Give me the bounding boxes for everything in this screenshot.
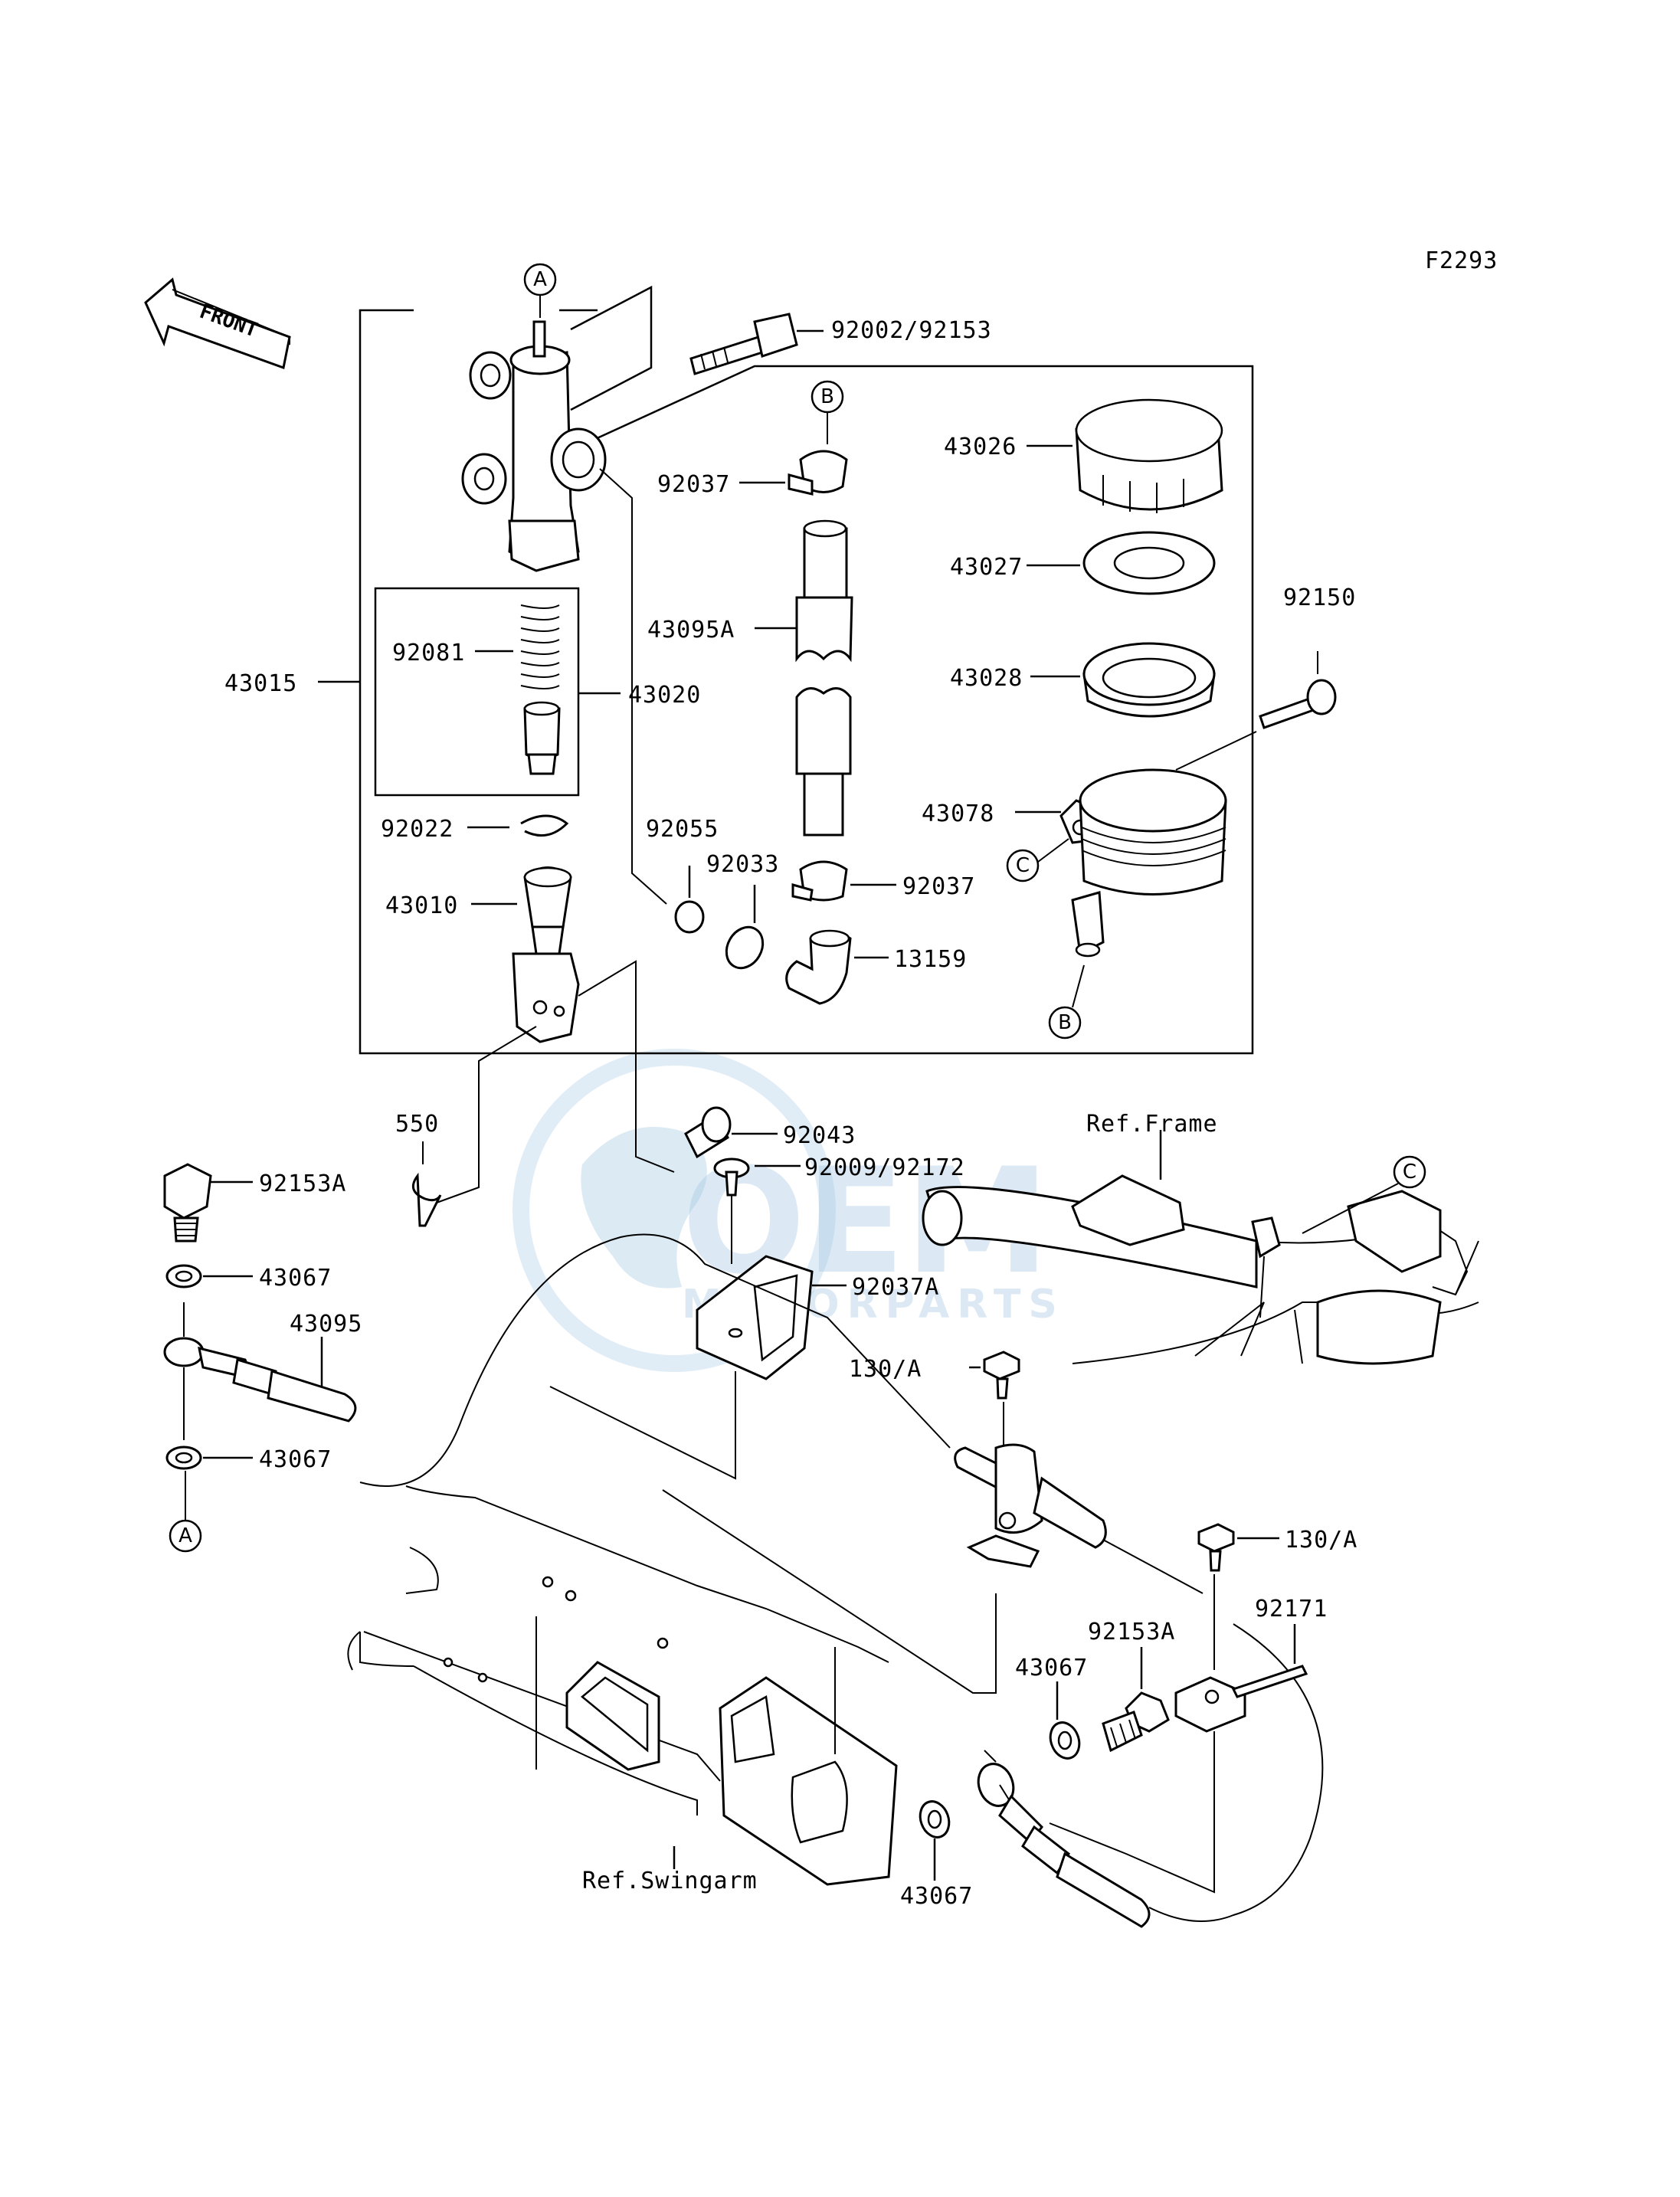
frame xyxy=(922,1174,1479,1365)
label-43095: 43095 xyxy=(290,1311,362,1338)
bracket-92171 xyxy=(1174,1665,1308,1733)
reservoir-cap-43026 xyxy=(1075,398,1223,513)
label-13159: 13159 xyxy=(894,946,967,973)
assembly-bracket-43015 xyxy=(359,309,1254,1055)
label-43015: 43015 xyxy=(224,670,297,697)
diaphragm-43028 xyxy=(1082,642,1216,718)
oring-92055 xyxy=(674,900,705,934)
label-550: 550 xyxy=(395,1111,439,1138)
label-92043: 92043 xyxy=(783,1122,856,1149)
label-43095A: 43095A xyxy=(647,617,735,643)
label-ref-frame: Ref.Frame xyxy=(1086,1111,1218,1138)
screw-92009 xyxy=(713,1157,750,1197)
label-130A-1: 130/A xyxy=(849,1356,922,1383)
hose-end-right xyxy=(977,1750,1151,1928)
bolt-130A-1 xyxy=(983,1351,1020,1400)
label-92037-bottom: 92037 xyxy=(902,873,975,900)
pin-92043 xyxy=(684,1106,732,1159)
svg-text:C: C xyxy=(1016,854,1030,877)
label-43028: 43028 xyxy=(950,665,1023,692)
label-130A-2: 130/A xyxy=(1285,1527,1357,1554)
cotter-pin-550 xyxy=(411,1172,442,1227)
bolt-92002 xyxy=(689,313,798,375)
label-92150: 92150 xyxy=(1283,584,1356,611)
label-92002-92153: 92002/92153 xyxy=(831,317,992,344)
hose-guide-92037A xyxy=(696,1255,814,1380)
banjo-bolt-92153A-left xyxy=(163,1163,212,1243)
front-arrow-icon: FRONT xyxy=(144,277,291,370)
elbow-13159 xyxy=(785,929,852,1005)
callout-b-bottom xyxy=(1048,1006,1082,1040)
circlip-92033 xyxy=(725,925,765,970)
clamp-92037-bottom xyxy=(791,860,848,902)
svg-text:B: B xyxy=(820,385,834,408)
label-43078: 43078 xyxy=(922,801,994,827)
label-43067-3: 43067 xyxy=(1015,1655,1088,1681)
label-92033: 92033 xyxy=(706,851,779,878)
label-43027: 43027 xyxy=(950,554,1023,581)
label-92081: 92081 xyxy=(392,640,465,666)
spring-92081 xyxy=(520,604,561,775)
reservoir-43078 xyxy=(1059,768,1227,958)
label-92022: 92022 xyxy=(381,816,454,843)
callout-c-mid xyxy=(1006,849,1040,882)
kit-box-43020 xyxy=(374,587,580,797)
label-92055: 92055 xyxy=(646,816,719,843)
label-92153A-right: 92153A xyxy=(1088,1619,1175,1645)
figure-code: F2293 xyxy=(1425,247,1498,274)
svg-text:C: C xyxy=(1403,1161,1416,1184)
clamp-92037-top xyxy=(788,450,848,496)
label-92153A-left: 92153A xyxy=(259,1171,346,1197)
screw-92150 xyxy=(1259,679,1337,729)
svg-text:A: A xyxy=(533,268,547,291)
svg-text:B: B xyxy=(1058,1011,1072,1034)
label-43067-1: 43067 xyxy=(259,1265,332,1292)
label-43067-2: 43067 xyxy=(259,1446,332,1473)
hose-43095A xyxy=(795,519,853,837)
swingarm xyxy=(347,1485,898,1886)
master-cylinder-body xyxy=(461,285,653,572)
circlip-92022 xyxy=(520,814,569,837)
label-ref-swingarm: Ref.Swingarm xyxy=(582,1868,758,1894)
bolt-130A-2 xyxy=(1197,1523,1235,1572)
label-92037A: 92037A xyxy=(852,1274,939,1301)
label-43010: 43010 xyxy=(385,892,458,919)
label-43020: 43020 xyxy=(628,682,701,709)
banjo-bolt-92153A-right xyxy=(1102,1691,1170,1753)
label-43067-4: 43067 xyxy=(900,1883,973,1910)
label-43026: 43026 xyxy=(944,434,1017,460)
hose-43095 xyxy=(163,1337,357,1423)
label-92171: 92171 xyxy=(1255,1596,1328,1622)
callout-c-right xyxy=(1393,1155,1426,1189)
hose-clamp-mid xyxy=(954,1443,1107,1568)
label-92037-top: 92037 xyxy=(657,471,730,498)
piston-43010 xyxy=(512,866,580,1043)
svg-text:A: A xyxy=(178,1524,192,1547)
label-92009-92172: 92009/92172 xyxy=(804,1154,965,1181)
